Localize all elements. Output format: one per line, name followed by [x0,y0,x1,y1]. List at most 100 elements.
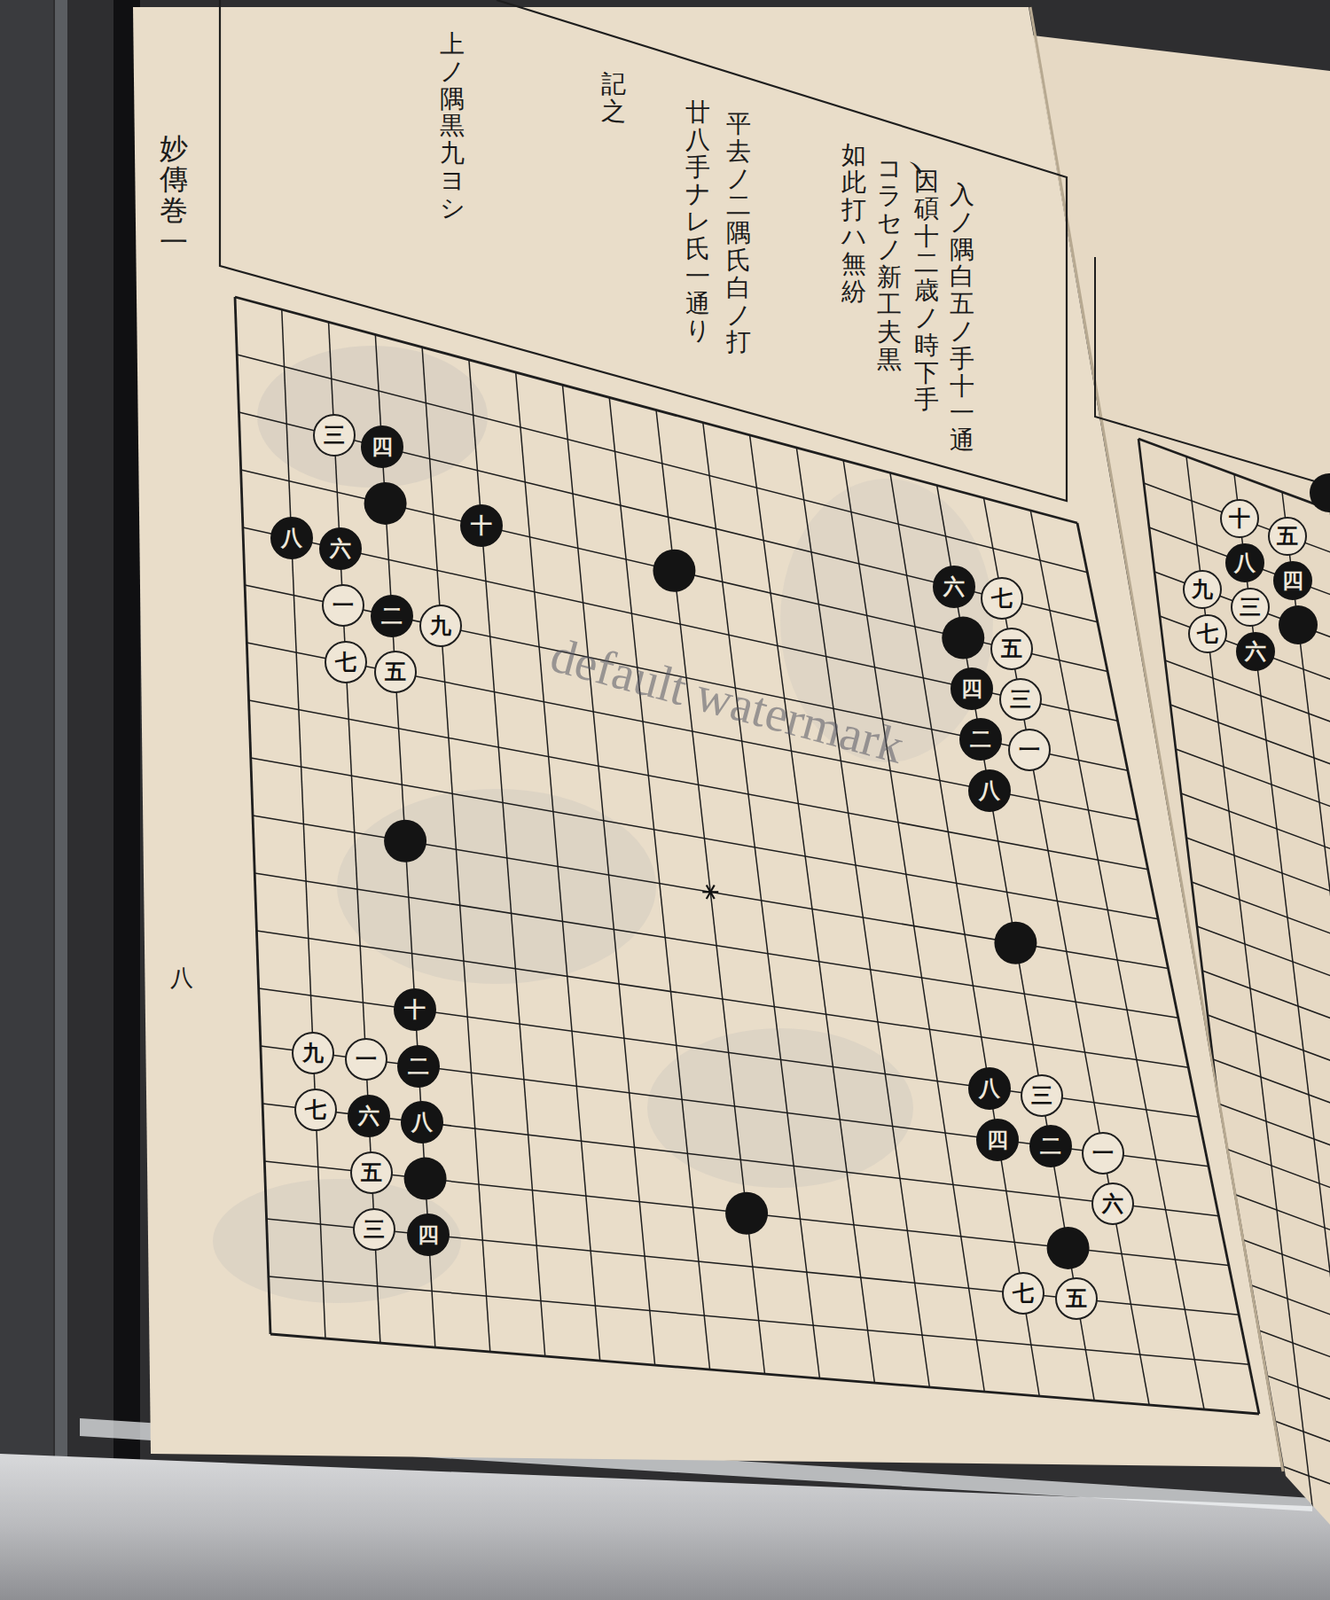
white-stone: 九 [291,1032,335,1075]
paper-stain [257,345,488,488]
right-board-grid [1138,438,1330,1574]
move-number: 三 [363,1219,385,1241]
move-number: 五 [1065,1288,1088,1310]
paper-stain [336,789,657,985]
move-number: 三 [1031,1085,1053,1107]
white-stone: 一 [344,1038,388,1081]
grid-line [1197,926,1330,1016]
white-stone: 九 [1182,570,1222,610]
black-stone: 二 [370,594,414,638]
white-stone: 五 [990,627,1033,671]
star-point [706,884,715,900]
move-number: 六 [1102,1193,1124,1215]
black-stone: 二 [397,1045,440,1088]
grid-line [1218,1103,1330,1193]
white-stone: 一 [1008,728,1051,772]
black-stone: 六 [1236,632,1276,672]
move-number: 一 [1092,1142,1114,1165]
grid-line [1239,1281,1330,1370]
move-number: 七 [1012,1283,1034,1305]
grid-line [1228,1192,1330,1282]
black-stone: 六 [319,527,362,571]
black-stone [993,922,1037,965]
white-stone: 七 [1001,1272,1045,1315]
move-number: 七 [335,651,357,673]
white-stone: 七 [1188,614,1228,654]
black-stone: 二 [959,718,1002,761]
move-number: 八 [978,1078,1001,1100]
grid-line [1212,1059,1330,1149]
grid-line [252,815,1169,970]
move-number: 六 [1244,641,1267,663]
move-number: 一 [355,1048,377,1071]
annotation-column: 記之 [601,70,626,126]
move-number: 四 [371,436,393,458]
grid-line [1170,704,1330,794]
grid-line [1255,1414,1330,1503]
move-number: 九 [302,1042,324,1064]
grid-line [268,1276,1250,1365]
black-stone: 八 [968,1067,1011,1111]
grid-line [1191,882,1330,971]
backdrop-shade [0,0,54,1600]
right-header-frame [1095,257,1330,486]
white-stone: 六 [1091,1182,1135,1226]
move-number: 六 [358,1105,380,1127]
white-stone: 七 [324,641,368,684]
black-stone [404,1157,447,1201]
move-number: 五 [384,661,407,683]
black-stone [652,549,696,593]
annotation-column: 入ノ隅白五ノ手十一通 [949,181,975,455]
margin-title: 妙傳巻一 [159,133,188,259]
black-stone: 四 [360,425,404,469]
move-number: 五 [360,1162,383,1184]
move-number: 七 [305,1099,327,1121]
annotation-column: 平去ノ二隅氏白ノ打 [726,110,752,357]
grid-line [1260,1458,1330,1548]
grid-line [254,873,1179,1018]
move-number: 三 [323,424,345,446]
black-stone [364,482,407,525]
grid-line [1244,1325,1330,1415]
white-stone: 七 [294,1088,337,1132]
move-number: 二 [1040,1135,1062,1158]
grid-line [1234,474,1330,1539]
black-stone: 八 [1225,543,1265,583]
move-number: 二 [407,1056,430,1078]
right-page [1032,35,1330,1526]
star-point [706,884,715,900]
grid-line [249,700,1149,870]
move-number: 九 [1191,578,1213,601]
move-number: 二 [381,605,403,627]
move-number: 四 [1282,570,1304,592]
move-number: 四 [417,1224,439,1246]
header-frame [219,0,1067,501]
grid-line [1181,793,1330,883]
move-number: 一 [332,594,354,617]
go-board-grid [234,297,1260,1415]
acrylic-stand [0,1454,1330,1600]
white-stone: 五 [374,650,417,694]
move-number: 九 [430,615,452,637]
move-number: 八 [1234,552,1256,574]
move-number: 三 [1009,688,1032,711]
move-number: 五 [1276,525,1299,548]
white-stone: 三 [999,678,1042,721]
black-stone: 二 [1029,1125,1072,1168]
grid-line [1165,660,1330,750]
black-stone [941,617,985,660]
move-number: 八 [411,1111,433,1134]
grid-line [1202,970,1330,1060]
move-number: 五 [1001,638,1023,660]
page-gutter [1030,7,1284,1472]
grid-line [1250,1369,1330,1459]
move-number: 七 [991,587,1013,610]
grid-line [250,758,1158,920]
move-number: 十 [470,515,493,537]
black-stone [383,820,427,863]
black-stone [1309,473,1330,513]
grid-line [256,931,1189,1068]
move-number: 四 [961,678,983,700]
